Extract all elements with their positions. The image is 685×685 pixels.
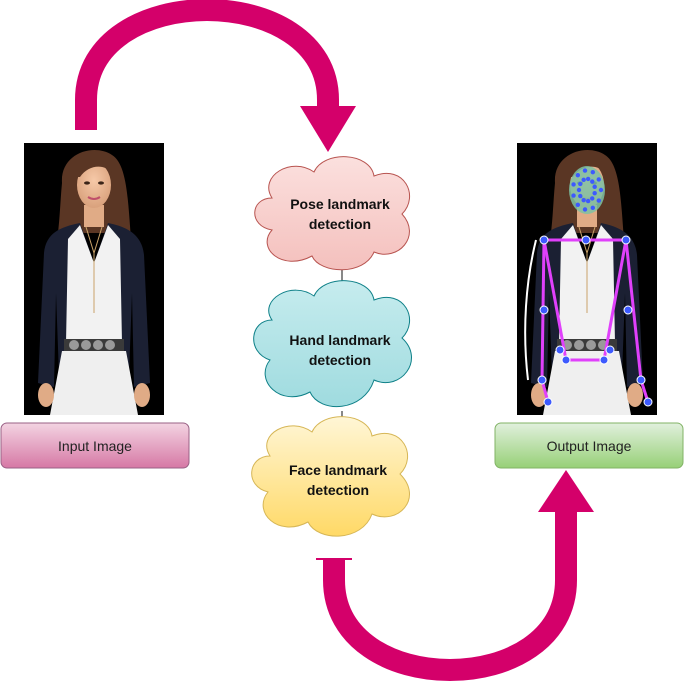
- pose-keypoint: [555, 345, 565, 355]
- output-image: [517, 143, 657, 415]
- face-mesh-point: [592, 190, 597, 196]
- pose-keypoint: [543, 397, 553, 407]
- face-mesh-point: [585, 176, 591, 182]
- face-mesh-point: [590, 179, 595, 184]
- face-step-label: Face landmark detection: [268, 460, 408, 500]
- face-mesh-point: [596, 177, 601, 182]
- face-mesh-point: [571, 182, 576, 187]
- pose-keypoint: [539, 235, 549, 245]
- pose-keypoint: [581, 235, 591, 245]
- face-mesh-point: [578, 181, 583, 187]
- input-image: [24, 143, 164, 415]
- pose-keypoint: [561, 355, 571, 365]
- output-label-box-bg: [494, 422, 684, 469]
- face-mesh-point: [582, 168, 588, 173]
- pose-keypoint: [623, 305, 633, 315]
- face-mesh-point: [598, 187, 604, 193]
- face-mesh-point: [576, 187, 582, 193]
- face-mesh-point: [578, 193, 583, 199]
- pose-keypoint: [539, 305, 549, 315]
- pose-step-line2: detection: [308, 216, 372, 232]
- pose-step-line1: Pose landmark: [290, 196, 390, 212]
- bottom-curved-arrow: [316, 470, 594, 681]
- face-step-line1: Face landmark: [288, 462, 388, 478]
- pose-keypoint: [621, 235, 631, 245]
- face-mesh-point: [571, 193, 576, 198]
- pose-keypoint: [599, 355, 609, 365]
- landmark-overlay: [524, 166, 653, 407]
- input-image-label: Input Image: [58, 437, 132, 454]
- face-mesh-point: [592, 184, 597, 190]
- pose-step-label: Pose landmark detection: [270, 194, 410, 234]
- hand-step-line1: Hand landmark: [289, 332, 391, 348]
- face-mesh-point: [590, 169, 596, 175]
- face-mesh-point: [585, 198, 591, 204]
- pose-keypoint: [636, 375, 646, 385]
- input-label-box-bg: [0, 422, 190, 469]
- face-mesh-point: [575, 172, 581, 178]
- cloud-hand: [253, 280, 412, 408]
- face-mesh-point: [590, 196, 595, 201]
- face-mesh-point: [596, 198, 601, 203]
- face-step-line2: detection: [306, 482, 370, 498]
- hand-step-label: Hand landmark detection: [270, 330, 410, 370]
- pose-keypoint: [605, 345, 615, 355]
- face-mesh-point: [590, 205, 596, 211]
- pose-keypoint: [643, 397, 653, 407]
- face-mesh-point: [575, 202, 581, 208]
- face-mesh-point: [581, 197, 586, 203]
- output-image-label: Output Image: [546, 437, 632, 454]
- cloud-face: [251, 416, 410, 537]
- face-mesh-point: [582, 207, 588, 212]
- face-mesh-point: [581, 177, 586, 183]
- top-curved-arrow: [75, 0, 356, 152]
- pose-keypoint: [537, 375, 547, 385]
- cloud-pose: [254, 156, 411, 271]
- hand-step-line2: detection: [308, 352, 372, 368]
